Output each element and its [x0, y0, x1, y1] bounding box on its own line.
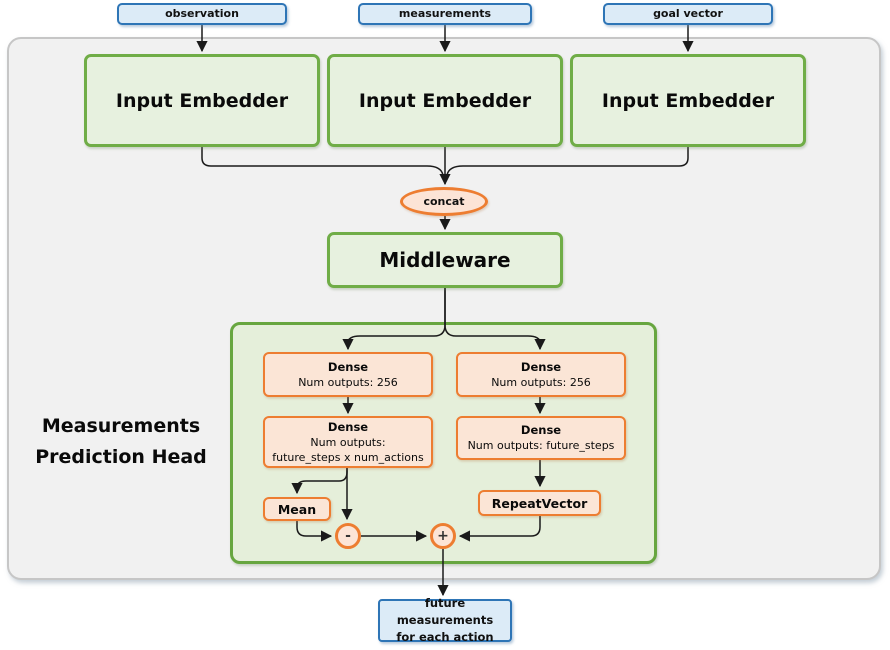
input-observation: observation [117, 3, 287, 25]
subtract-op-node: - [335, 523, 361, 549]
dense-action-1: Dense Num outputs: 256 [263, 352, 433, 397]
concat-node: concat [400, 187, 488, 216]
input-embedder-observation: Input Embedder [84, 54, 320, 147]
input-embedder-label: Input Embedder [115, 89, 289, 112]
dense-action-2: Dense Num outputs: future_steps x num_ac… [263, 416, 433, 468]
dense-num-outputs: Num outputs: 256 [491, 375, 591, 389]
minus-icon: - [345, 528, 351, 544]
prediction-head-title: Measurements Prediction Head [18, 411, 224, 473]
dense-title: Dense [520, 359, 562, 374]
dense-num-outputs: Num outputs: 256 [298, 375, 398, 389]
dense-num-outputs: Num outputs: [310, 435, 386, 449]
input-observation-label: observation [165, 6, 239, 20]
repeat-vector-node: RepeatVector [478, 490, 601, 516]
output-label-line2: for each action [396, 630, 494, 644]
mean-node: Mean [263, 497, 331, 521]
prediction-head-title-line1: Measurements [41, 415, 201, 437]
dense-expectation-1: Dense Num outputs: 256 [456, 352, 626, 397]
prediction-head-title-line2: Prediction Head [35, 446, 207, 468]
input-goal-vector: goal vector [603, 3, 773, 25]
concat-label: concat [423, 195, 465, 208]
plus-icon: + [437, 528, 449, 544]
middleware-node: Middleware [327, 232, 563, 288]
dense-title: Dense [520, 423, 562, 437]
input-embedder-measurements: Input Embedder [327, 54, 563, 147]
input-measurements: measurements [358, 3, 532, 25]
input-goal-vector-label: goal vector [653, 6, 723, 20]
dense-expectation-2: Dense Num outputs: future_steps [456, 416, 626, 460]
input-embedder-goal-vector: Input Embedder [570, 54, 806, 147]
input-embedder-label: Input Embedder [601, 89, 775, 112]
add-op-node: + [430, 523, 456, 549]
dense-title: Dense [327, 359, 369, 374]
mean-label: Mean [277, 501, 317, 517]
input-measurements-label: measurements [398, 6, 492, 20]
output-label-line1: future measurements [396, 596, 494, 627]
dense-title: Dense [327, 419, 369, 434]
repeat-vector-label: RepeatVector [491, 495, 588, 511]
output-future-measurements: future measurements for each action [378, 596, 512, 644]
dense-num-outputs: Num outputs: future_steps [467, 439, 615, 452]
dense-num-outputs-detail: future_steps x num_actions [272, 450, 424, 464]
input-embedder-label: Input Embedder [358, 89, 532, 112]
middleware-label: Middleware [379, 248, 511, 272]
